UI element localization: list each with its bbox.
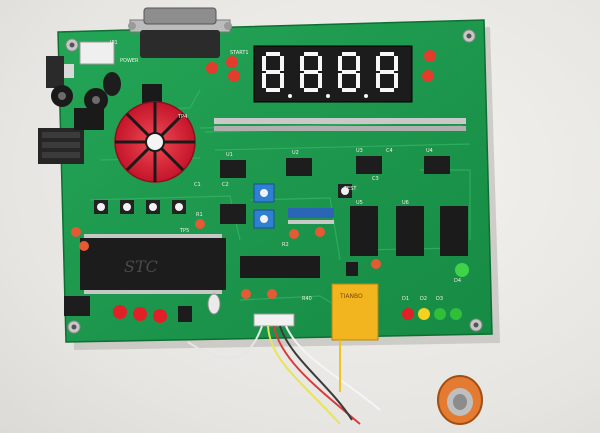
stc-microcontroller: STC — [80, 234, 226, 294]
silk-label: TP4 — [177, 114, 187, 120]
display-segment — [342, 70, 356, 74]
potentiometers — [253, 183, 275, 229]
silk-label: D1 — [402, 296, 409, 302]
relay: TIANBO — [331, 283, 379, 341]
serial-connector — [128, 7, 232, 58]
mounting-holes — [65, 29, 483, 334]
display-segment — [300, 73, 304, 88]
display-segment — [356, 56, 360, 71]
silk-label: R1 — [196, 212, 203, 218]
silk-label: D3 — [436, 296, 443, 302]
silk-label: U3 — [356, 148, 363, 154]
transistors — [178, 262, 358, 322]
voltage-regulator — [38, 108, 104, 164]
silk-label: POWER — [120, 58, 139, 64]
display-segment — [318, 56, 322, 71]
display-segment — [266, 70, 280, 74]
display-segment — [376, 73, 380, 88]
display-segment — [266, 88, 280, 92]
silk-label: R2 — [282, 242, 289, 248]
display-segment — [380, 52, 394, 56]
display-segment — [376, 56, 380, 71]
display-segment — [304, 52, 318, 56]
silk-label: U2 — [292, 150, 299, 156]
display-segment — [380, 88, 394, 92]
small-ics — [220, 156, 450, 224]
bottom-leds — [113, 263, 469, 323]
display-segment — [266, 52, 280, 56]
display-segment — [342, 88, 356, 92]
silk-label: U1 — [226, 152, 233, 158]
display-segment — [280, 56, 284, 71]
seven-segment-display — [253, 45, 413, 103]
silkscreen-labels: JP1 JP2 POWER START1 TEST R1 R2 R40 TP4 … — [91, 40, 461, 302]
silk-label: U6 — [402, 200, 409, 206]
loose-sensor — [437, 375, 483, 425]
dip-ics — [240, 206, 468, 278]
display-segment — [262, 56, 266, 71]
display-segment — [300, 56, 304, 71]
silk-label: C1 — [194, 182, 201, 188]
display-segment — [394, 56, 398, 71]
power-switch — [46, 41, 115, 88]
push-buttons — [94, 184, 352, 214]
display-segment — [394, 73, 398, 88]
capacitors — [51, 72, 121, 112]
display-segment — [338, 56, 342, 71]
display-segment — [304, 88, 318, 92]
display-segment — [380, 70, 394, 74]
eeprom-ic — [64, 296, 90, 316]
silk-label: START1 — [230, 50, 249, 56]
silk-label: C2 — [222, 182, 229, 188]
chip-brand-text: STC — [124, 257, 158, 276]
display-segment — [280, 73, 284, 88]
silk-label: U5 — [356, 200, 363, 206]
silk-label: JP2 — [91, 50, 100, 56]
silk-label: D2 — [420, 296, 427, 302]
silk-label: JP1 — [109, 40, 118, 46]
display-segment — [262, 73, 266, 88]
sensor-wires — [187, 325, 381, 425]
silk-label: D4 — [454, 278, 461, 284]
silk-label: U4 — [426, 148, 433, 154]
relay-brand: TIANBO — [339, 293, 363, 300]
silk-label: TEST — [343, 186, 357, 192]
resistor-array — [288, 208, 334, 224]
display-segment — [338, 73, 342, 88]
silk-label: C3 — [372, 176, 379, 182]
pin-header-strip — [214, 118, 466, 131]
silk-label: TP5 — [179, 228, 189, 234]
sensor-connector — [253, 313, 295, 327]
display-segment — [318, 73, 322, 88]
ceramic-caps — [71, 219, 381, 299]
display-segment — [356, 73, 360, 88]
top-leds — [206, 50, 436, 82]
display-segment — [342, 52, 356, 56]
red-fan-motor — [114, 84, 196, 183]
silk-label: C4 — [386, 148, 393, 154]
silk-label: R40 — [302, 296, 312, 302]
display-segment — [304, 70, 318, 74]
